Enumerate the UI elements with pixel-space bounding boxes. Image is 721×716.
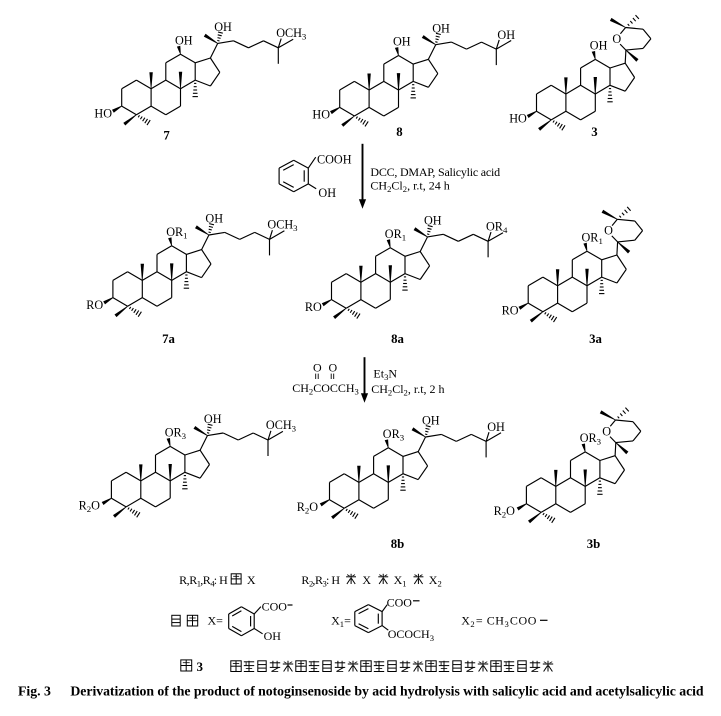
svg-text:OR3: OR3: [383, 427, 405, 443]
svg-text:OH: OH: [205, 212, 223, 226]
svg-text:R2 O: R2 O: [494, 504, 516, 520]
svg-text:OH: OH: [175, 33, 193, 47]
svg-text:OCH3: OCH3: [266, 418, 297, 434]
svg-text:X2: X2: [429, 573, 442, 589]
svg-text:CH2 Cl2 , r.t, 24 h: CH2 Cl2 , r.t, 24 h: [370, 178, 449, 194]
svg-text:R2 O: R2 O: [79, 499, 101, 515]
svg-text:RO: RO: [305, 300, 322, 314]
svg-text:OH: OH: [422, 414, 440, 428]
svg-text:O: O: [313, 361, 322, 375]
svg-text:COO: COO: [262, 600, 288, 614]
svg-text:Fig. 3: Fig. 3: [18, 683, 51, 698]
svg-text:OR4: OR4: [486, 219, 508, 235]
svg-text:OH: OH: [393, 35, 411, 49]
svg-text:OR1: OR1: [385, 227, 406, 243]
svg-text:R2 ,R3 : H: R2 ,R3 : H: [301, 573, 340, 589]
svg-text:HO: HO: [509, 112, 527, 126]
svg-text:RO: RO: [86, 298, 103, 312]
svg-text:OH: OH: [497, 28, 515, 42]
svg-text:R,R1 ,R4 : H: R,R1 ,R4 : H: [179, 573, 228, 589]
svg-text:OCOCH3: OCOCH3: [388, 627, 434, 643]
svg-text:X1: X1: [394, 573, 407, 589]
svg-text:8: 8: [396, 125, 402, 139]
svg-text:OR3: OR3: [580, 431, 602, 447]
svg-text:COO: COO: [387, 596, 413, 610]
svg-text:OCH3: OCH3: [276, 26, 307, 42]
svg-text:OR1: OR1: [582, 230, 603, 246]
svg-text:OH: OH: [424, 214, 442, 228]
svg-text:3: 3: [591, 125, 597, 139]
svg-text:X1 =: X1 =: [331, 614, 351, 630]
svg-text:O: O: [604, 224, 613, 238]
svg-text:8a: 8a: [391, 332, 404, 346]
svg-text:O: O: [612, 32, 621, 46]
svg-text:3b: 3b: [587, 537, 601, 551]
svg-text:CH2 COCCH3: CH2 COCCH3: [292, 381, 359, 397]
svg-text:7: 7: [163, 129, 170, 143]
svg-text:O: O: [602, 424, 611, 438]
svg-text:8b: 8b: [391, 537, 405, 551]
svg-text:OH: OH: [264, 629, 282, 643]
svg-text:OH: OH: [214, 20, 232, 34]
svg-text:Et3 N: Et3 N: [373, 367, 397, 383]
svg-text:COOH: COOH: [317, 153, 352, 167]
svg-text:HO: HO: [94, 106, 112, 120]
svg-text:Derivatization of the product: Derivatization of the product of notogin…: [70, 683, 704, 698]
svg-text:DCC, DMAP, Salicylic acid: DCC, DMAP, Salicylic acid: [370, 165, 500, 179]
svg-text:CH2 Cl2 , r.t, 2 h: CH2 Cl2 , r.t, 2 h: [371, 382, 444, 398]
svg-text:7a: 7a: [162, 332, 175, 346]
svg-text:R2 O: R2 O: [297, 500, 319, 516]
svg-text:OR3: OR3: [165, 426, 187, 442]
svg-text:OH: OH: [487, 420, 505, 434]
svg-text:3a: 3a: [589, 332, 602, 346]
svg-text:OCH3: OCH3: [267, 217, 298, 233]
svg-text:OH: OH: [432, 21, 450, 35]
svg-text:O: O: [329, 361, 338, 375]
svg-text:X: X: [247, 573, 256, 587]
svg-text:X: X: [362, 573, 371, 587]
svg-text:OH: OH: [590, 39, 608, 53]
svg-text:OH: OH: [204, 412, 222, 426]
svg-text:OH: OH: [318, 186, 336, 200]
svg-text:X2 = CH3 COO: X2 = CH3 COO: [461, 614, 537, 630]
svg-text:RO: RO: [502, 303, 519, 317]
svg-text:X=: X=: [208, 614, 224, 628]
svg-text:OR1: OR1: [166, 225, 187, 241]
svg-text:3: 3: [197, 659, 204, 674]
svg-text:HO: HO: [312, 108, 330, 122]
